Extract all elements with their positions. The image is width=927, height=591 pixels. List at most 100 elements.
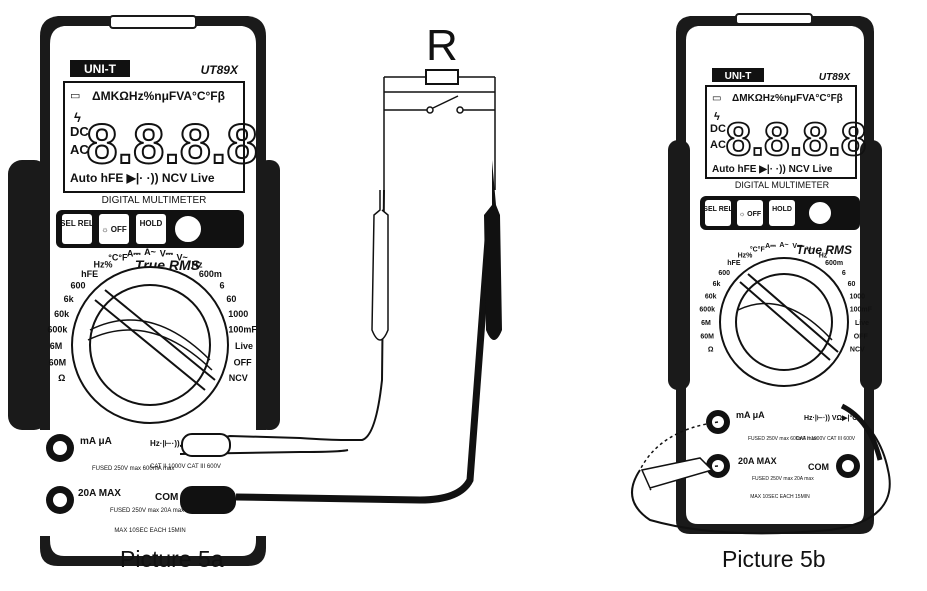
- fuse-small-label: FUSED 250V max 600mA max: [748, 436, 817, 442]
- hz-jack-label: Hz·|⊢·)) VΩ▶|°C: [150, 438, 211, 448]
- red-probe-lead: [179, 189, 385, 447]
- dial-label: 600k: [47, 325, 68, 335]
- hold-button-label: HOLD: [140, 219, 163, 228]
- brand-label: UNI-T: [725, 71, 752, 82]
- caption-5b: Picture 5b: [722, 546, 826, 572]
- bolt-icon: ϟ: [74, 110, 81, 125]
- dial-label: Hz: [819, 253, 828, 260]
- sel-rel-button[interactable]: [62, 214, 92, 244]
- dial-label: Ω: [58, 373, 65, 383]
- brand-label: UNI-T: [84, 62, 117, 76]
- sel-button-label: SEL REL: [60, 219, 94, 228]
- bottom-strip-label: MAX 10SEC EACH 15MIN: [114, 528, 185, 534]
- dial-label: 600k: [699, 307, 715, 314]
- dial-label: 60M: [49, 357, 67, 367]
- display-bottom-icons: Auto hFE ▶|· ·)) NCV Live: [70, 171, 215, 185]
- backlight-button-label: ☼ OFF: [739, 211, 762, 218]
- shorted-probe-loop: [631, 409, 891, 535]
- rotary-dial[interactable]: [719, 257, 849, 387]
- dial-label: 100mF: [850, 307, 873, 314]
- dial-label: 600m: [199, 269, 222, 279]
- display-footer: DIGITAL MULTIMETER: [735, 180, 830, 190]
- dial-label: A⎓: [765, 243, 776, 250]
- dial-label: V⎓: [792, 243, 803, 250]
- ma-jack-label: mA μA: [736, 410, 765, 420]
- dial-label: 1000: [228, 309, 248, 319]
- dial-label: 60k: [54, 309, 70, 319]
- com-jack-label: COM: [808, 462, 829, 472]
- dial-label: 60: [848, 281, 856, 288]
- hz-jack-label: Hz·|⊢·)) VΩ▶|°C: [804, 414, 857, 422]
- dial-label: V~: [176, 253, 187, 263]
- ncv-sensor-icon: [173, 214, 203, 244]
- display-footer: DIGITAL MULTIMETER: [102, 195, 207, 206]
- dial-label: 100mF: [228, 325, 257, 335]
- hold-button-label: HOLD: [772, 206, 792, 213]
- dial-label: 6: [219, 281, 224, 291]
- cat-rating-label: CAT II 1000V CAT III 600V: [150, 464, 221, 470]
- sel-rel-button[interactable]: [705, 200, 731, 226]
- ncv-sensor-icon: [807, 200, 833, 226]
- dial-label: 60: [226, 294, 236, 304]
- brand-badge: [70, 60, 130, 77]
- dc-label: DC: [70, 124, 89, 139]
- dial-label: 6k: [64, 294, 75, 304]
- com-jack-label: COM: [155, 492, 178, 503]
- true-rms-label: True RMS: [796, 243, 852, 257]
- backlight-button[interactable]: [737, 200, 763, 226]
- display-icons: ΔMKΩHz%nμFVA°C°Fβ: [92, 89, 225, 103]
- switch-icon: [432, 95, 459, 109]
- fuse-large-label: FUSED 250V max 20A max: [752, 476, 814, 482]
- dial-label: A⎓: [127, 248, 141, 258]
- resistor-label: R: [426, 21, 458, 70]
- multimeter-5b: UNI-T UT89X ▭ ΔMKΩHz%nμFVA°C°Fβ ϟ DC AC …: [631, 13, 891, 535]
- dial-label: Live: [855, 320, 869, 327]
- model-label: UT89X: [201, 63, 239, 77]
- backlight-button[interactable]: [99, 214, 129, 244]
- red-probe-tip: [371, 190, 389, 341]
- dial-label: 60k: [705, 293, 717, 300]
- dial-label: 6: [842, 270, 846, 277]
- dial-label: V⎓: [160, 248, 174, 258]
- dial-label: 1000: [850, 293, 866, 300]
- resistor-circuit: R: [371, 21, 502, 341]
- dial-label: Ω: [708, 347, 714, 354]
- display-bottom-icons: Auto hFE ▶|· ·)) NCV Live: [712, 164, 833, 175]
- hold-button[interactable]: [769, 200, 795, 226]
- hold-button[interactable]: [136, 214, 166, 244]
- dial-label: 600: [718, 270, 730, 277]
- dc-label: DC: [710, 123, 726, 135]
- probe-plug-com: [180, 486, 236, 514]
- a20-jack-label: 20A MAX: [738, 456, 777, 466]
- dial-label: Hz: [192, 260, 203, 270]
- lcd-display: [705, 85, 857, 179]
- sel-button-label: SEL REL: [703, 206, 733, 213]
- dial-label: OFF: [234, 357, 252, 367]
- brand-badge: [712, 68, 764, 82]
- dial-label: °C°F: [108, 253, 128, 263]
- dial-label: 6k: [713, 281, 721, 288]
- model-label: UT89X: [819, 72, 851, 83]
- display-icons: ΔMKΩHz%nμFVA°C°Fβ: [732, 93, 843, 104]
- probe-clip-icon: [640, 457, 714, 489]
- bolt-icon: ϟ: [714, 111, 720, 123]
- ac-label: AC: [70, 142, 89, 157]
- dial-label: 6M: [50, 341, 63, 351]
- dial-label: A~: [144, 247, 156, 257]
- dial-label: Live: [235, 341, 253, 351]
- cat-rating-label: CAT II 1000V CAT III 600V: [796, 436, 856, 442]
- dial-label: hFE: [727, 260, 741, 267]
- dial-label: 6M: [701, 320, 711, 327]
- ac-label: AC: [710, 139, 726, 151]
- dial-label: V~: [806, 247, 815, 254]
- dial-label: Hz%: [738, 253, 754, 260]
- caption-5a: Picture 5a: [120, 546, 224, 572]
- dial-label: °C°F: [750, 246, 766, 254]
- lcd-display: [63, 81, 245, 193]
- dial-label: 600: [70, 281, 85, 291]
- battery-icon: ▭: [70, 90, 80, 102]
- probe-plug-v: [181, 433, 231, 457]
